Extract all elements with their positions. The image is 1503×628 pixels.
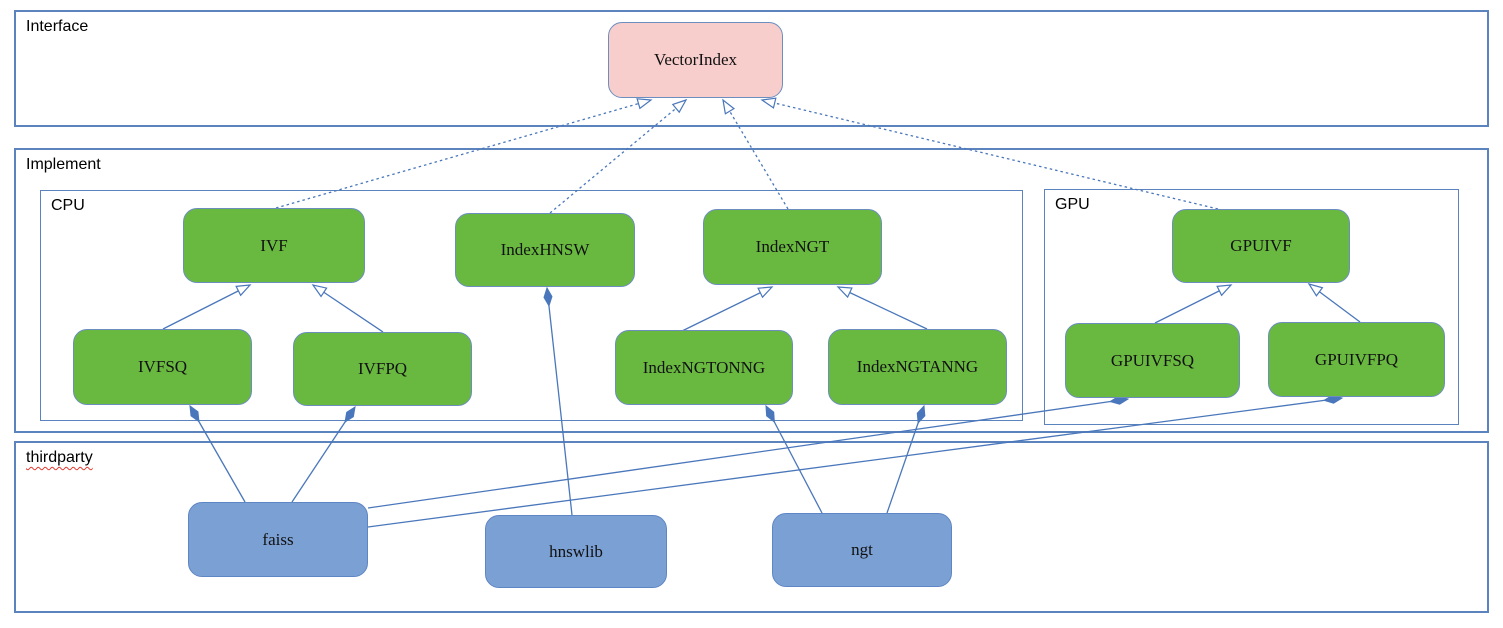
node-gpuivfsq[interactable]: GPUIVFSQ: [1065, 323, 1240, 398]
edge-realization-indexhnsw-to-vectorindex: [549, 98, 688, 214]
node-indexngtonng[interactable]: IndexNGTONNG: [615, 330, 793, 405]
node-label-hnswlib: hnswlib: [549, 541, 603, 561]
node-label-vectorindex: VectorIndex: [653, 50, 738, 69]
edge-realization-indexngt-to-vectorindex: [722, 98, 789, 210]
edge-realization-gpuivf-to-vectorindex: [760, 97, 1219, 210]
edge-realization-ivf-to-vectorindex: [275, 98, 653, 209]
node-gpuivfpq[interactable]: GPUIVFPQ: [1268, 322, 1445, 397]
node-faiss[interactable]: faiss: [188, 502, 368, 577]
edge-inheritance-gpuivfsq-to-gpuivf: [1154, 284, 1233, 324]
node-indexhnsw[interactable]: IndexHNSW: [455, 213, 635, 287]
section-thirdparty[interactable]: thirdparty: [14, 441, 1489, 613]
edge-inheritance-indexngtanng-to-indexngt: [836, 286, 928, 330]
node-label-indexngtonng: IndexNGTONNG: [642, 357, 766, 377]
section-label-thirdparty: thirdparty: [26, 449, 93, 466]
node-vectorindex[interactable]: VectorIndex: [608, 22, 783, 98]
node-ivf[interactable]: IVF: [183, 208, 365, 283]
node-label-gpuivf: GPUIVF: [1230, 236, 1292, 255]
node-indexngtanng[interactable]: IndexNGTANNG: [828, 329, 1007, 405]
node-label-indexngt: IndexNGT: [755, 237, 830, 256]
section-gpu[interactable]: GPU: [1044, 189, 1459, 425]
edge-composition-faiss-to-ivfsq: [190, 406, 246, 503]
section-label-interface: Interface: [26, 18, 89, 35]
node-ivfsq[interactable]: IVFSQ: [73, 329, 252, 405]
edge-composition-faiss-to-ivfpq: [291, 407, 355, 503]
node-ivfpq[interactable]: IVFPQ: [293, 332, 472, 406]
node-indexngt[interactable]: IndexNGT: [703, 209, 882, 285]
section-label-cpu: CPU: [51, 197, 85, 214]
node-label-ivf: IVF: [260, 235, 288, 255]
edge-composition-ngt-to-indexngtonng: [765, 406, 823, 514]
node-ngt[interactable]: ngt: [772, 513, 952, 587]
edge-composition-hnswlib-to-indexhnsw: [547, 288, 573, 516]
node-label-gpuivfpq: GPUIVFPQ: [1314, 349, 1399, 369]
section-interface[interactable]: Interface: [14, 10, 1489, 127]
edge-composition-faiss-to-gpuivfsq: [367, 399, 1128, 509]
section-label-implement: Implement: [26, 156, 101, 173]
node-label-indexhnsw: IndexHNSW: [500, 240, 590, 259]
node-label-faiss: faiss: [262, 529, 294, 549]
node-gpuivf[interactable]: GPUIVF: [1172, 209, 1350, 283]
edge-composition-ngt-to-indexngtanng: [886, 406, 924, 514]
edge-inheritance-gpuivfpq-to-gpuivf: [1307, 283, 1361, 323]
edge-inheritance-ivfsq-to-ivf: [162, 284, 252, 330]
edge-composition-faiss-to-gpuivfpq: [367, 398, 1342, 528]
node-label-ivfpq: IVFPQ: [357, 359, 408, 378]
node-hnswlib[interactable]: hnswlib: [485, 515, 667, 588]
node-label-ngt: ngt: [851, 540, 873, 559]
node-label-indexngtanng: IndexNGTANNG: [856, 357, 979, 376]
node-label-gpuivfsq: GPUIVFSQ: [1110, 350, 1195, 370]
edge-inheritance-ivfpq-to-ivf: [311, 284, 384, 333]
section-cpu[interactable]: CPU: [40, 190, 1023, 421]
node-label-ivfsq: IVFSQ: [137, 357, 188, 376]
section-implement[interactable]: Implement: [14, 148, 1489, 433]
edge-inheritance-indexngtonng-to-indexngt: [679, 286, 774, 333]
section-label-gpu: GPU: [1055, 196, 1090, 213]
